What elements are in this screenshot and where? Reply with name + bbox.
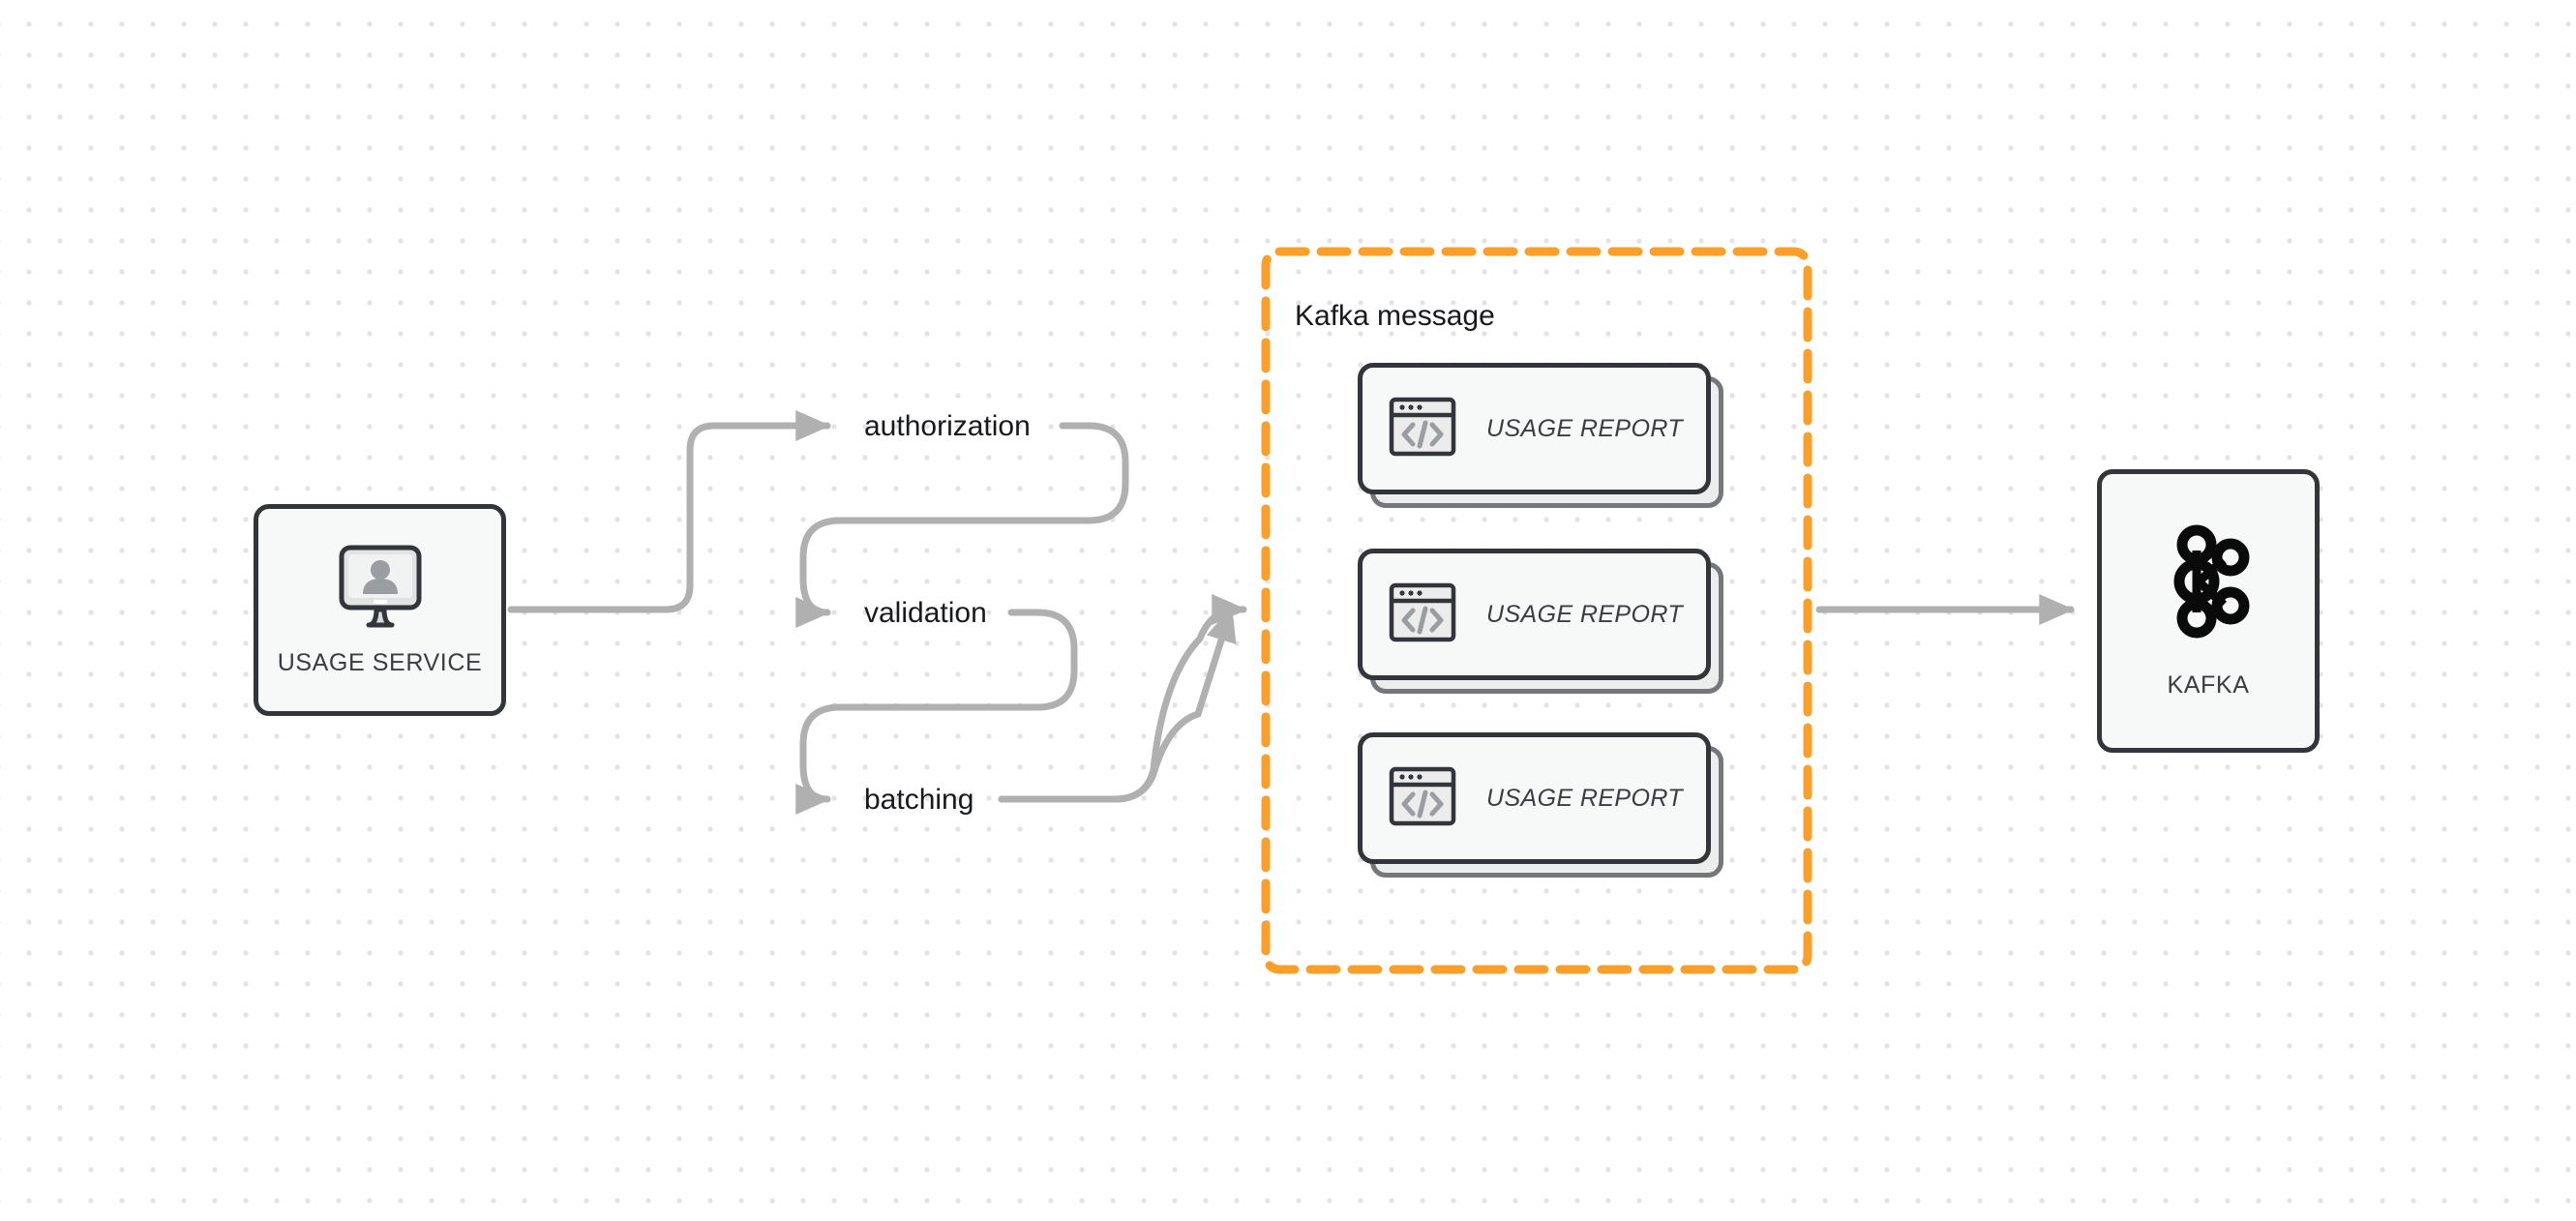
edge-authorization-to-validation [795, 422, 1129, 628]
node-kafka-label: KAFKA [2167, 670, 2250, 699]
pipeline-step-authorization[interactable]: authorization [864, 410, 1031, 442]
node-kafka[interactable]: KAFKA [2097, 469, 2320, 753]
edge-validation-to-batching [795, 609, 1078, 815]
edge-batching-to-kafka-message [998, 606, 1237, 803]
monitor-user-icon [334, 544, 427, 634]
usage-report-card-label: USAGE REPORT [1486, 414, 1683, 442]
usage-report-card[interactable]: USAGE REPORT [1358, 363, 1711, 494]
group-kafka-message-title: Kafka message [1295, 300, 1495, 332]
usage-report-card-stack[interactable]: USAGE REPORT [1358, 363, 1725, 510]
usage-report-card[interactable]: USAGE REPORT [1358, 549, 1711, 680]
usage-report-card-stack[interactable]: USAGE REPORT [1358, 549, 1725, 696]
group-kafka-message[interactable]: Kafka message USAGE REP [1261, 247, 1812, 974]
code-window-icon [1388, 761, 1457, 836]
edge-batching-to-kafka-message-tail [998, 593, 1247, 803]
pipeline-step-batching[interactable]: batching [864, 784, 974, 816]
edge-service-to-authorization [507, 409, 831, 613]
usage-report-card-stack[interactable]: USAGE REPORT [1358, 732, 1725, 879]
code-window-icon [1388, 578, 1457, 652]
usage-report-card-label: USAGE REPORT [1486, 784, 1683, 812]
kafka-logo-icon [2160, 523, 2257, 644]
node-usage-service[interactable]: USAGE SERVICE [254, 504, 506, 716]
group-dashed-border [1261, 247, 1812, 974]
code-window-icon [1388, 392, 1457, 466]
pipeline-step-validation[interactable]: validation [864, 597, 987, 629]
node-usage-service-label: USAGE SERVICE [277, 648, 483, 676]
usage-report-card[interactable]: USAGE REPORT [1358, 732, 1711, 864]
usage-report-card-label: USAGE REPORT [1486, 600, 1683, 628]
